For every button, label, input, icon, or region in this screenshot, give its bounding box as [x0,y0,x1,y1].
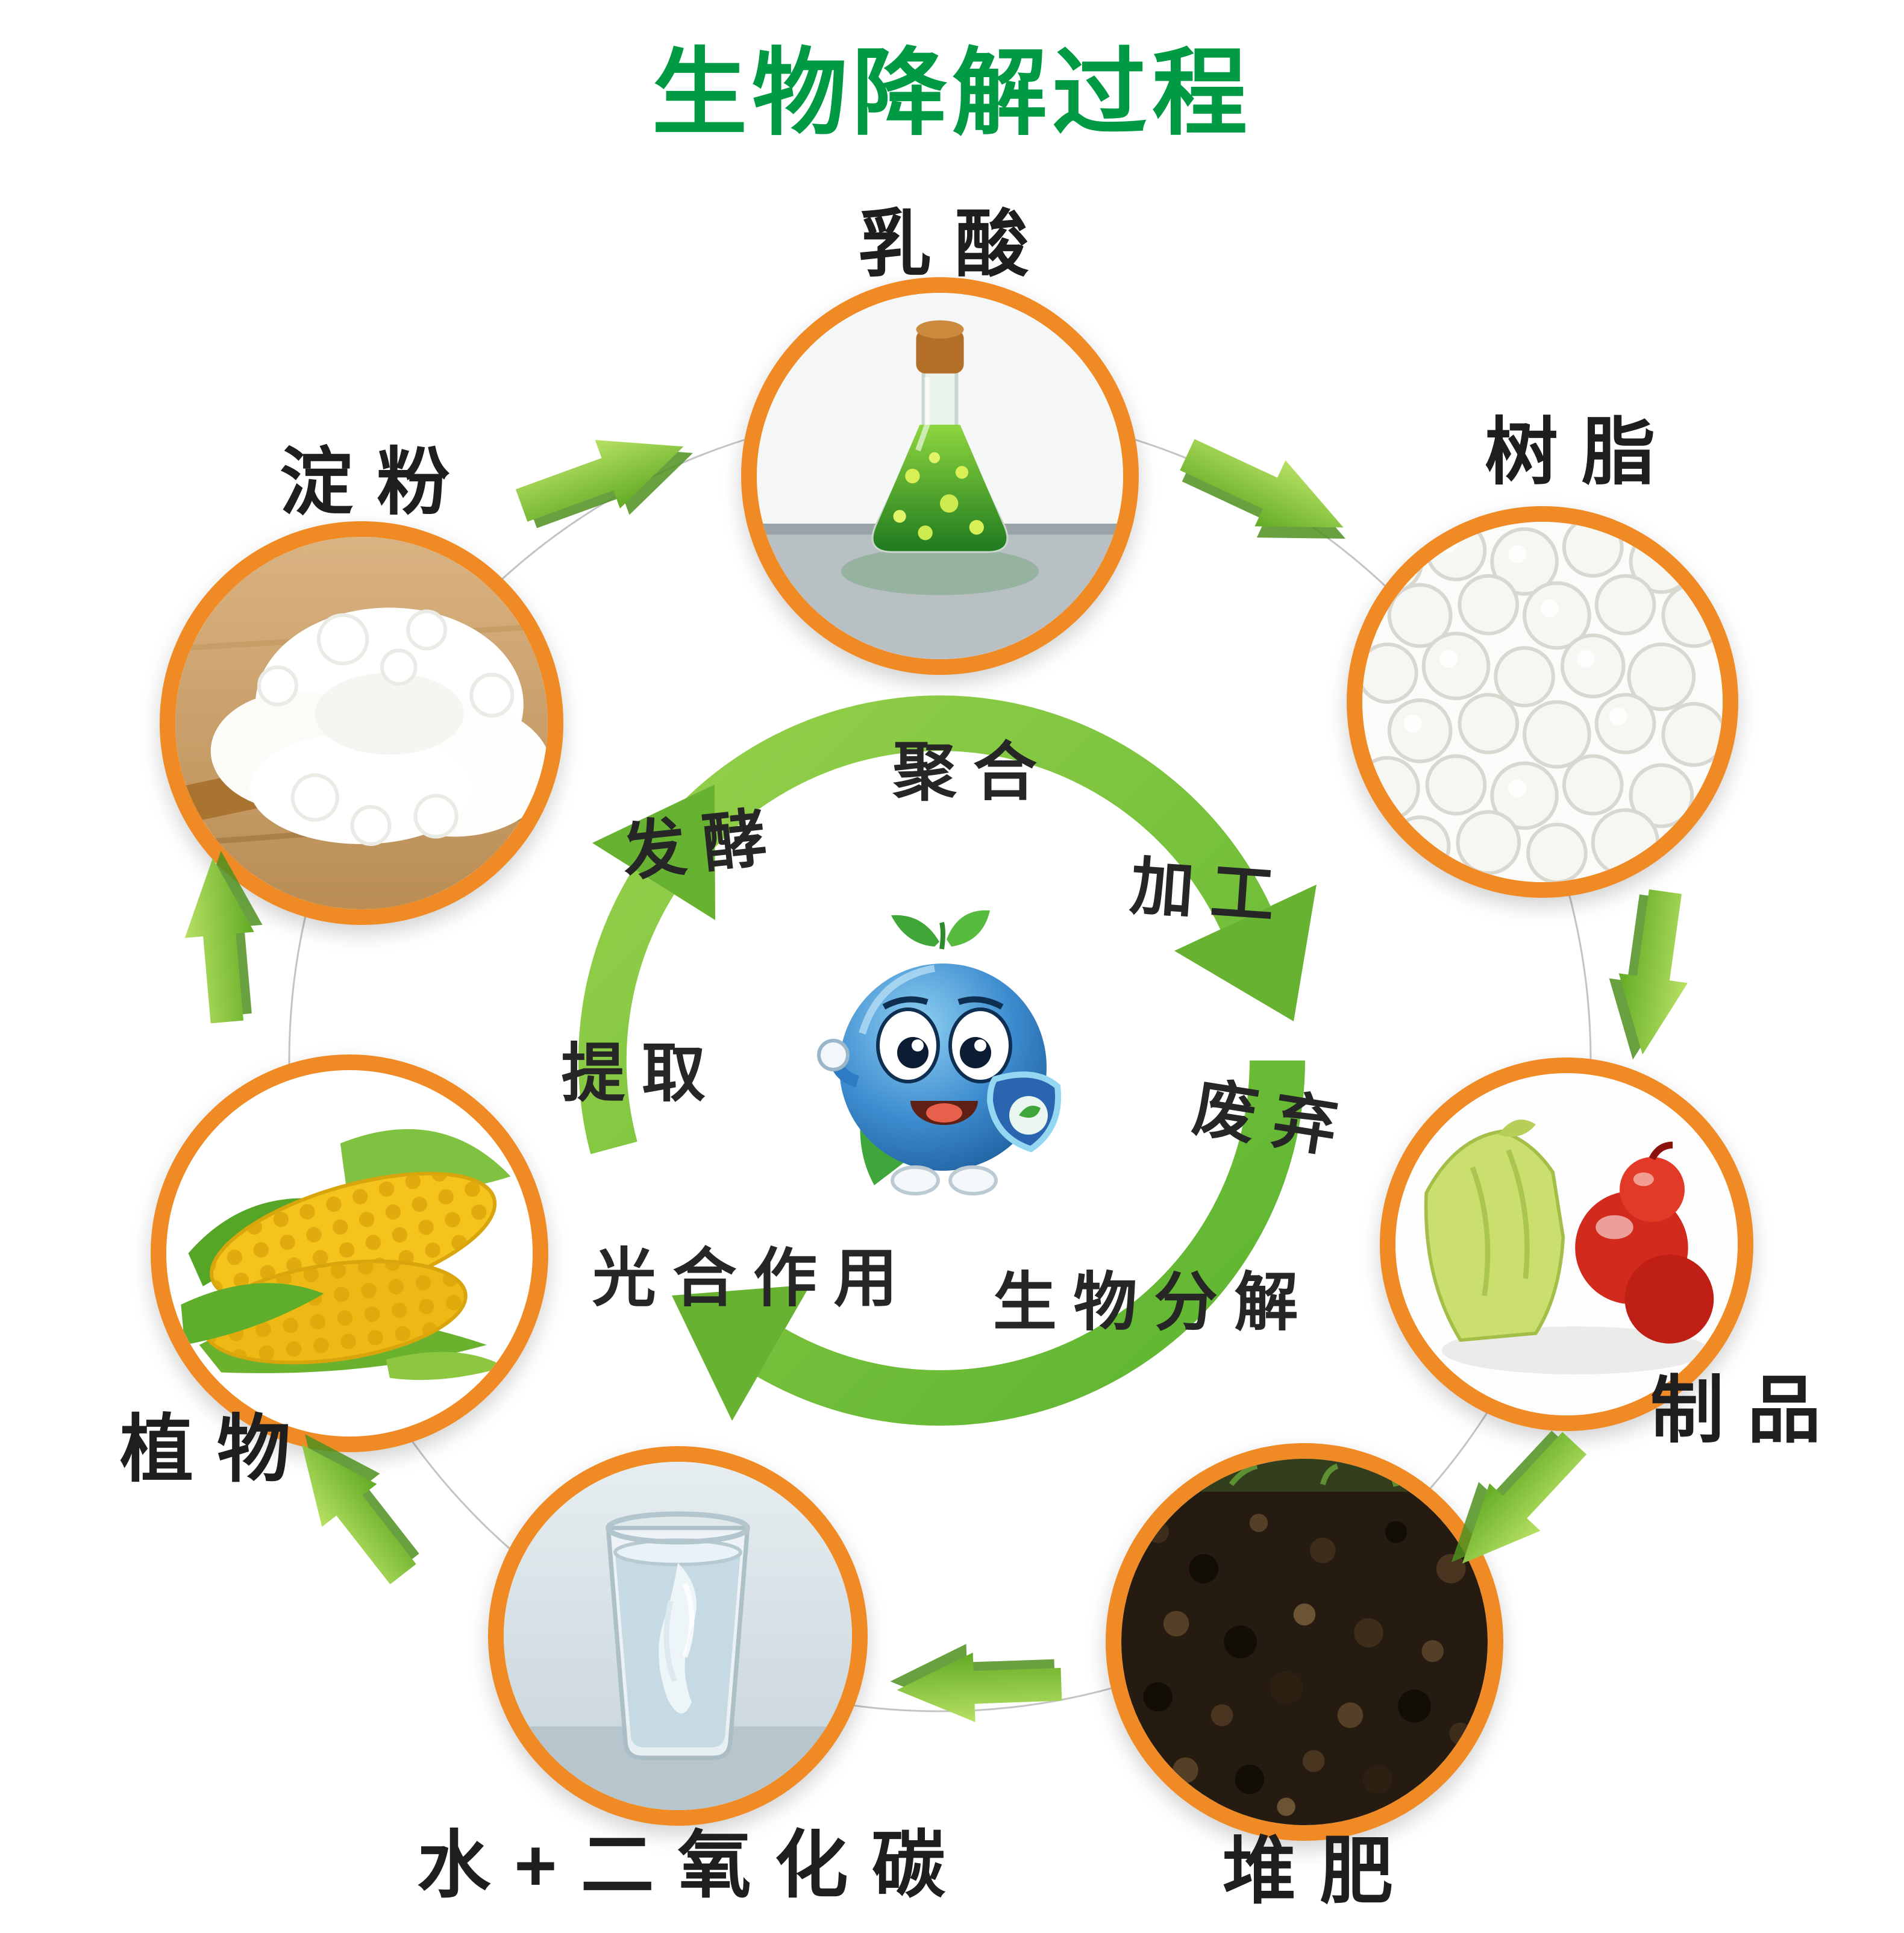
arrow-lactic-to-resin [1180,439,1346,539]
step-processing: 加工 [1127,850,1294,933]
node-resin [1347,506,1738,898]
arrow-resin-to-products [1609,889,1688,1060]
node-label-lactic-acid: 乳酸 [857,203,1053,286]
node-label-compost: 堆肥 [1222,1830,1417,1913]
node-compost [1106,1443,1503,1841]
step-discard: 废弃 [1188,1071,1359,1168]
node-label-water-co2: 水+二氧化碳 [417,1824,969,1906]
node-label-starch: 淀粉 [279,441,474,524]
water-glass-icon [504,1462,852,1810]
step-extraction: 提取 [561,1038,722,1109]
corn-icon [166,1070,533,1436]
compost-soil-icon [1121,1459,1488,1825]
starch-powder-icon [175,537,548,909]
page-title: 生物降解过程 [652,40,1252,146]
node-label-resin: 树脂 [1484,411,1679,493]
arrow-compost-to-water [890,1644,1062,1723]
node-lactic-acid [741,277,1139,675]
step-fermentation: 发酵 [619,801,787,889]
node-starch [160,521,563,925]
step-photosynthesis: 光合作用 [592,1243,915,1314]
step-polymerization: 聚合 [892,737,1054,808]
step-biodegradation: 生物分解 [992,1267,1315,1338]
arrow-starch-to-lactic [515,440,693,528]
resin-pellets-icon [1362,522,1723,882]
node-label-products: 制品 [1650,1369,1845,1452]
mascot [804,901,1082,1214]
blue-ball-mascot-icon [817,910,1061,1195]
node-label-plants: 植物 [119,1408,315,1491]
node-water-co2 [488,1446,868,1826]
flask-icon [757,293,1123,659]
